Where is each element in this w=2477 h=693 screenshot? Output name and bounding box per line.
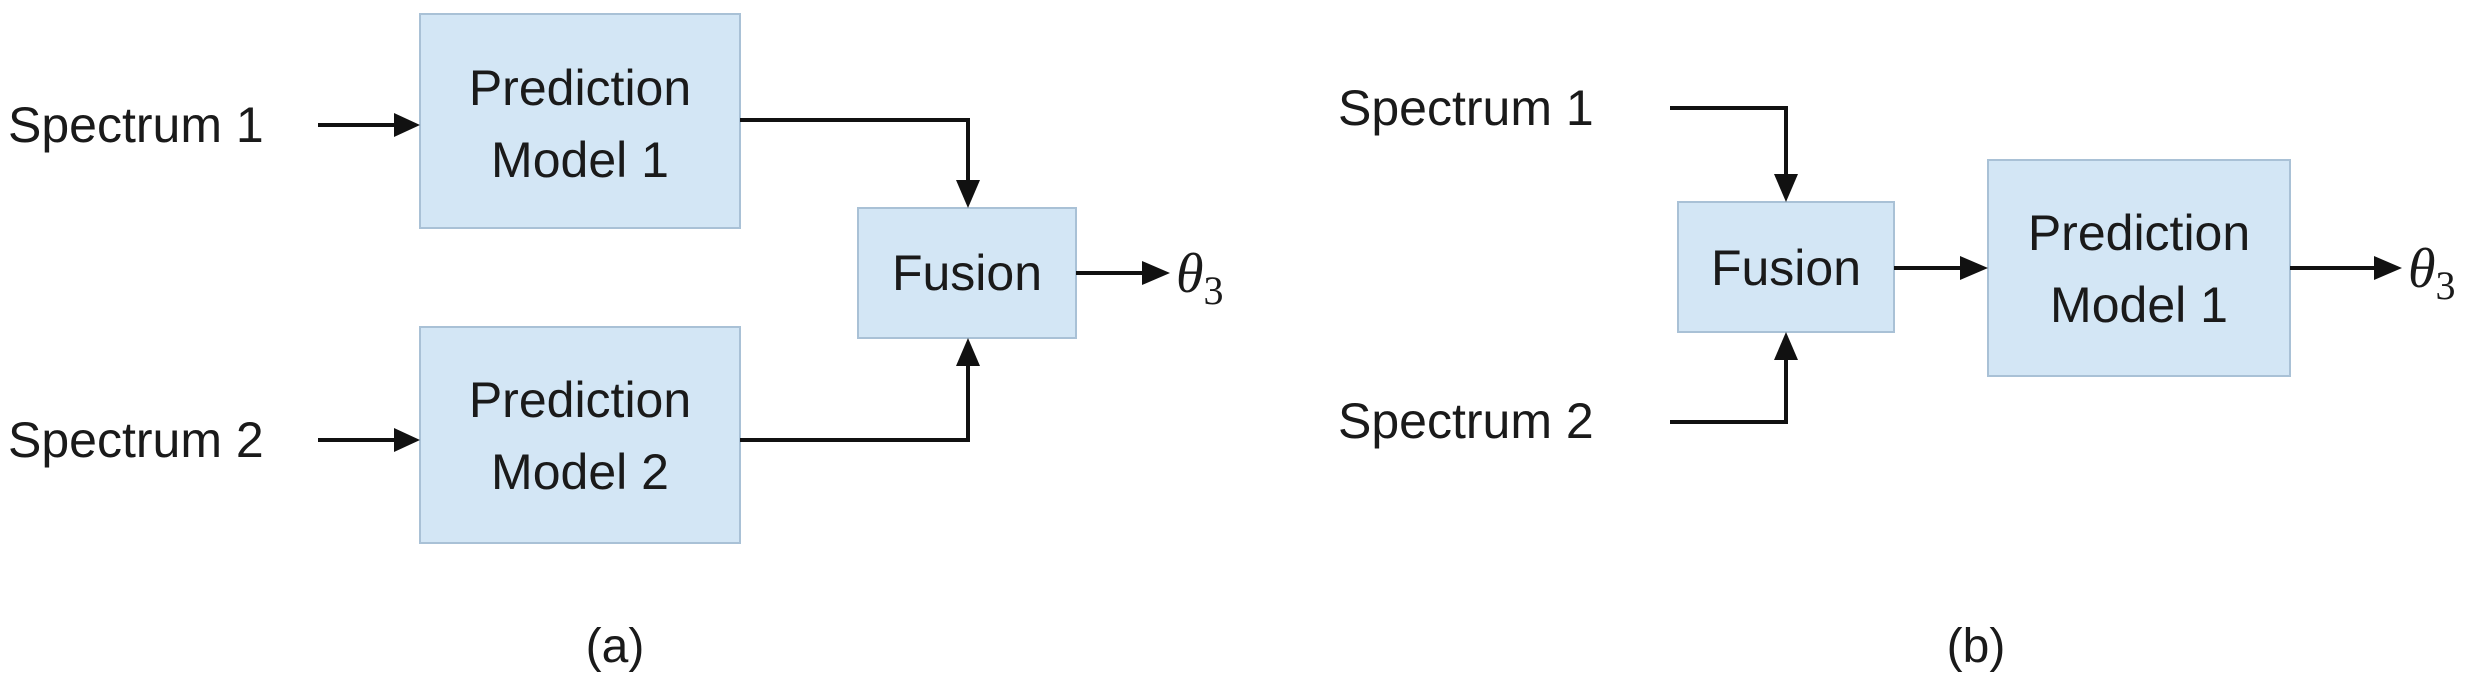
- a-input-spectrum-1: Spectrum 1: [8, 97, 264, 153]
- a-model-2-label-line1: Prediction: [469, 372, 691, 428]
- a-prediction-model-1-box: [419, 13, 741, 229]
- diagram-a: Spectrum 1 Spectrum 2 Prediction Model 1…: [8, 13, 1224, 673]
- a-output-theta: θ3: [1176, 243, 1224, 313]
- a-arrow-model-2-to-fusion: [740, 364, 970, 442]
- b-arrowhead-output: [2374, 256, 2402, 280]
- b-arrowhead-spectrum-2: [1774, 332, 1798, 360]
- b-arrow-spectrum-2-to-fusion: [1670, 358, 1788, 424]
- b-arrow-spectrum-1-to-fusion: [1670, 106, 1788, 176]
- a-fusion-label: Fusion: [892, 245, 1042, 301]
- a-model-1-label-line2: Model 1: [491, 132, 669, 188]
- a-arrowhead-model-2-to-fusion: [956, 338, 980, 366]
- b-fusion-label: Fusion: [1711, 240, 1861, 296]
- a-arrowhead-output: [1142, 261, 1170, 285]
- b-output-theta: θ3: [2408, 238, 2456, 308]
- a-arrow-model-1-to-fusion: [740, 118, 970, 182]
- a-prediction-model-2-box: [419, 326, 741, 544]
- b-prediction-model-box: [1987, 159, 2291, 377]
- a-arrowhead-spectrum-1: [394, 113, 420, 137]
- a-arrowhead-model-1-to-fusion: [956, 180, 980, 208]
- b-caption: (b): [1947, 620, 2006, 673]
- diagram-b: Spectrum 1 Spectrum 2 Fusion Prediction …: [1338, 80, 2456, 673]
- a-model-2-label-line2: Model 2: [491, 444, 669, 500]
- b-arrowhead-fusion-to-model: [1960, 256, 1988, 280]
- a-caption: (a): [586, 620, 645, 673]
- b-input-spectrum-1: Spectrum 1: [1338, 80, 1594, 136]
- a-fusion-box: [857, 207, 1077, 339]
- b-model-label-line2: Model 1: [2050, 277, 2228, 333]
- a-arrowhead-spectrum-2: [394, 428, 420, 452]
- a-model-1-label-line1: Prediction: [469, 60, 691, 116]
- b-model-label-line1: Prediction: [2028, 205, 2250, 261]
- b-arrowhead-spectrum-1: [1774, 174, 1798, 202]
- a-input-spectrum-2: Spectrum 2: [8, 412, 264, 468]
- b-input-spectrum-2: Spectrum 2: [1338, 393, 1594, 449]
